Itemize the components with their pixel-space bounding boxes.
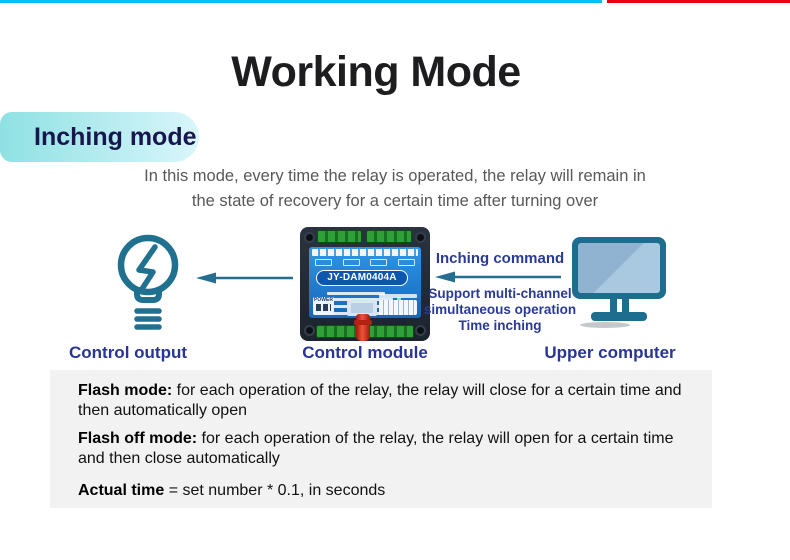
monitor-shadow	[580, 322, 630, 328]
arrow-left-icon	[196, 272, 293, 284]
support-line-2: simultaneous operation	[423, 302, 577, 317]
control-module-image: JY-DAM0404A POWER	[300, 227, 430, 341]
terminal-block	[317, 230, 362, 243]
power-terminal: POWER	[313, 297, 334, 315]
module-model-label: JY-DAM0404A	[316, 270, 408, 286]
note-text: for each operation of the relay, the rel…	[78, 430, 674, 467]
spec-text-line	[327, 292, 385, 295]
description-line-1: In this mode, every time the relay is op…	[144, 167, 646, 185]
support-line-3: Time inching	[458, 318, 542, 333]
notes-panel: Flash mode: for each operation of the re…	[50, 370, 712, 508]
spec-text-line	[321, 298, 393, 301]
relay-terminal-row	[379, 300, 417, 315]
power-label: POWER	[314, 297, 333, 303]
note-term: Flash mode:	[78, 382, 173, 399]
caption-upper-computer: Upper computer	[544, 343, 676, 362]
caption-control-output: Control output	[68, 343, 187, 362]
support-line-1: Support multi-channel	[428, 286, 572, 301]
rj45-port	[347, 300, 377, 316]
note-actual-time: Actual time = set number * 0.1, in secon…	[78, 481, 692, 501]
terminal-block	[366, 230, 412, 243]
monitor-base	[591, 312, 647, 321]
relay-symbols	[315, 259, 415, 266]
top-accent-cyan	[0, 0, 602, 3]
note-text: = set number * 0.1, in seconds	[164, 482, 386, 499]
note-term: Actual time	[78, 482, 165, 499]
module-front-panel: JY-DAM0404A POWER	[309, 247, 421, 318]
arrow-left-icon	[435, 271, 561, 283]
screw-icon	[415, 232, 426, 243]
note-flash-off-mode: Flash off mode: for each operation of th…	[78, 429, 692, 469]
description-line-2: the state of recovery for a certain time…	[191, 192, 599, 210]
top-accent-red	[607, 0, 790, 3]
power-slots	[316, 304, 331, 311]
monitor-icon	[572, 237, 666, 328]
inching-command-label: Inching command	[435, 250, 565, 267]
indicator-dot	[397, 297, 401, 301]
section-label: Inching mode	[34, 122, 197, 151]
light-bulb-icon	[117, 234, 179, 330]
lightning-bolt-icon	[136, 244, 158, 292]
monitor-glass	[578, 243, 660, 293]
caption-control-module: Control module	[302, 343, 428, 362]
screw-icon	[304, 325, 315, 336]
terminal-number-strip	[312, 249, 418, 256]
relay-terminal-labels	[379, 294, 417, 298]
monitor-screen	[572, 237, 666, 299]
note-term: Flash off mode:	[78, 430, 198, 447]
antenna-connector	[354, 314, 372, 341]
screw-icon	[304, 232, 315, 243]
section-label-pill: Inching mode	[0, 112, 199, 162]
monitor-stand	[572, 299, 666, 312]
support-note: Support multi-channel simultaneous opera…	[420, 286, 580, 334]
description: In this mode, every time the relay is op…	[0, 164, 790, 214]
screw-icon	[415, 325, 426, 336]
note-flash-mode: Flash mode: for each operation of the re…	[78, 381, 692, 421]
note-text: for each operation of the relay, the rel…	[78, 382, 682, 419]
page-title: Working Mode	[231, 48, 521, 96]
